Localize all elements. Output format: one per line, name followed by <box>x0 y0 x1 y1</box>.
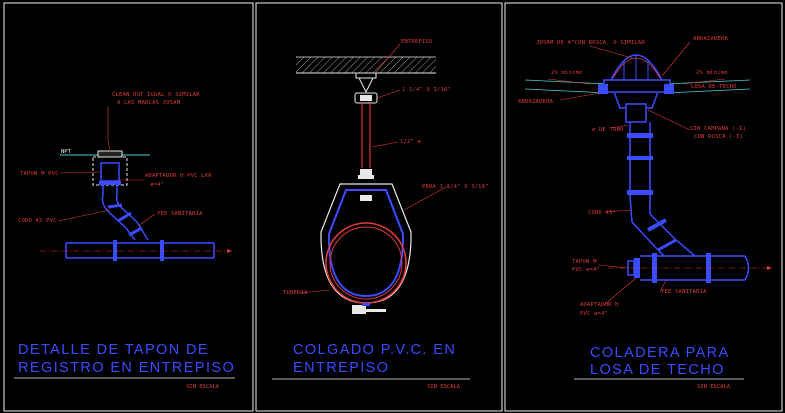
label-tubo: ø DE TUBO <box>592 127 624 133</box>
panel-1-scale: SIN ESCALA <box>186 384 220 390</box>
label-cleanout-2: A LAS MARCAS JOSAM <box>117 100 181 106</box>
panel-3-border <box>504 2 783 412</box>
panel-3-title-line-1: COLADERA PARA <box>590 345 730 361</box>
label-campana-2: CON ROSCA (-I) <box>694 134 743 140</box>
label-campana-1: SIN CAMPANA (-I) <box>690 126 746 132</box>
panel-2-border <box>255 2 503 412</box>
label-angulo: 1 1/4" X 3/16" <box>402 87 451 93</box>
panel-1-title-line-2: REGISTRO EN ENTREPISO <box>18 360 235 376</box>
panel-2-drawing <box>296 43 449 314</box>
label-tapon-1: TAPON M <box>572 259 597 265</box>
label-adaptador-2: PVC ø=4" <box>580 311 608 317</box>
label-pct-right: 2% minimo <box>696 70 728 76</box>
label-cleanout-1: CLEAN OUT IGUAL O SIMILAR <box>112 92 200 98</box>
label-josam: JOSAM DE 4"CON ROSCA, O SIMILAR <box>536 40 645 46</box>
label-varilla: 1/2" ø <box>400 139 422 145</box>
label-abrazadera-top: ABRAZADERA <box>693 36 729 42</box>
panel-2-title-line-1: COLGADO P.V.C. EN <box>293 342 456 358</box>
label-yee: YEE SANITARIA <box>661 289 707 295</box>
label-pct-left: 2% minimo <box>551 70 583 76</box>
label-adaptador-1: ADAPTADOR H <box>580 302 619 308</box>
panel-3-scale: SIN ESCALA <box>697 384 731 390</box>
label-npt: NPT <box>61 149 72 155</box>
panel-3-drawing <box>524 41 772 306</box>
label-adaptador-1: ADAPTADOR H PVC LXR <box>145 173 212 179</box>
panel-2-scale: SIN ESCALA <box>427 384 461 390</box>
panel-1-title-line-1: DETALLE DE TAPON DE <box>18 342 209 358</box>
panel-3-title-line-2: LOSA DE TECHO <box>590 362 725 378</box>
label-adaptador-2: ø=4" <box>150 182 164 188</box>
label-tuberia: TUBERIA <box>283 290 308 296</box>
label-yee: YEE SANITARIA <box>157 211 203 217</box>
label-losa: LOSA DE TECHO <box>691 84 737 90</box>
label-codo: CODO 45° <box>588 210 616 216</box>
panel-2-title-line-2: ENTREPISO <box>293 360 389 376</box>
label-tapon: TAPON M PVC <box>20 171 59 177</box>
label-abrazadera-left: ABRAZADERA <box>518 99 554 105</box>
label-codo: CODO 45 PVC <box>18 218 57 224</box>
label-pera: PERA 1 1/4" X 3/16" <box>422 184 489 190</box>
panel-1-drawing <box>40 106 232 261</box>
label-entrepiso: ENTREPISO <box>401 39 433 45</box>
label-tapon-2: PVC ø=4" <box>572 267 600 273</box>
panel-1-border <box>3 2 254 412</box>
